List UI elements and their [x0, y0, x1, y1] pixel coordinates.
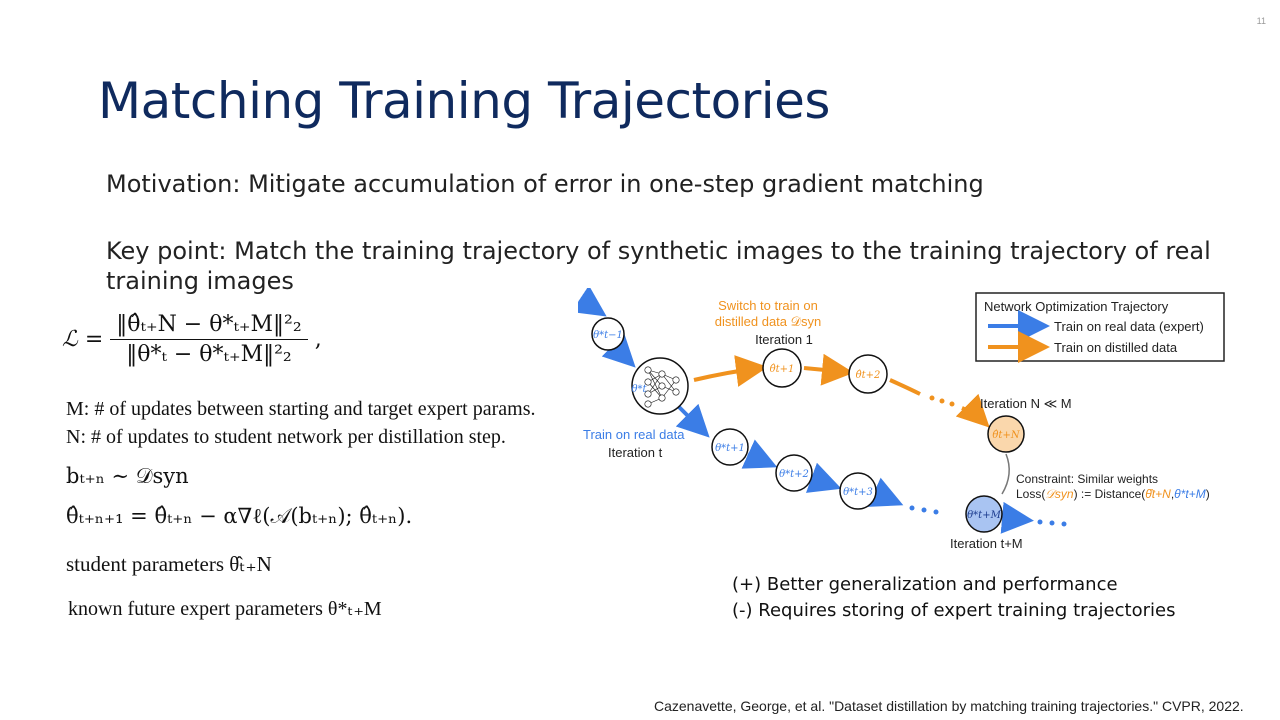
loss-numerator: ‖θ̂ₜ₊N − θ*ₜ₊M‖²₂: [110, 312, 308, 340]
svg-text:θ*t+3: θ*t+3: [843, 487, 873, 498]
citation-text: Cazenavette, George, et al. "Dataset dis…: [654, 698, 1244, 714]
loss-comma: ,: [314, 327, 322, 352]
legend-title: Network Optimization Trajectory: [984, 299, 1169, 314]
train-real-label: Train on real data: [583, 427, 685, 442]
svg-text:θ̂t+2: θ̂t+2: [856, 370, 881, 381]
trajectory-diagram: Network Optimization Trajectory Train on…: [578, 288, 1225, 551]
loss-distance-label: Loss(𝒟syn) := Distance(θ̂t+N,θ*t+M): [1016, 487, 1210, 501]
node-expert-m: θ*t+M: [965, 495, 1003, 533]
switch-label-2: distilled data 𝒟syn: [715, 314, 821, 329]
motivation-text: Motivation: Mitigate accumulation of err…: [106, 170, 984, 198]
student-parameters-text: student parameters θ̂ₜ₊N: [66, 552, 272, 576]
node-expert-3: θ*t+3: [839, 472, 877, 510]
svg-text:θ*t+2: θ*t+2: [779, 469, 809, 480]
key-point-text: Key point: Match the training trajectory…: [106, 237, 1211, 295]
svg-text:θ̂t+N: θ̂t+N: [992, 430, 1020, 441]
node-student-2: θ̂t+2: [848, 354, 888, 394]
node-expert-2: θ*t+2: [775, 454, 813, 492]
edge-prev-to-t: [601, 333, 636, 368]
edge-e3-dots: [867, 477, 904, 507]
blue-dot-3: [933, 509, 939, 515]
svg-text:θ*t+M: θ*t+M: [967, 510, 1001, 521]
node-theta-prev: θ*t−1: [591, 317, 625, 351]
edge-e1-to-e2: [741, 439, 778, 469]
slide-title: Matching Training Trajectories: [98, 72, 830, 130]
edge-em-out: [1000, 501, 1034, 534]
blue-dot-1: [909, 505, 915, 511]
orange-dot-3: [949, 401, 955, 407]
edge-e2-to-e3: [805, 462, 842, 493]
node-expert-1: θ*t+1: [711, 428, 749, 466]
edge-t-to-s1: [693, 355, 768, 387]
entry-arrow: [578, 288, 607, 317]
blue-tail-dot-1: [1037, 519, 1043, 525]
slide-number: 11: [1256, 16, 1266, 26]
svg-text:θ*t−1: θ*t−1: [593, 330, 623, 341]
node-student-n: θ̂t+N: [987, 415, 1025, 453]
edge-to-sn: [955, 393, 990, 428]
n-definition: N: # of updates to student network per d…: [66, 426, 506, 448]
iteration-1-label: Iteration 1: [755, 332, 813, 347]
edge-t-to-e1: [674, 402, 710, 438]
constraint-connector: [1001, 453, 1010, 495]
svg-text:θ̂t+1: θ̂t+1: [770, 364, 795, 375]
loss-fraction: ‖θ̂ₜ₊N − θ*ₜ₊M‖²₂ ‖θ*ₜ − θ*ₜ₊M‖²₂: [110, 312, 308, 367]
neural-network-icon: [644, 366, 680, 408]
orange-dot-2: [939, 398, 945, 404]
blue-dot-2: [921, 507, 927, 513]
pros-text: (+) Better generalization and performanc…: [732, 574, 1118, 595]
blue-tail-dot-3: [1061, 521, 1067, 527]
loss-denominator: ‖θ*ₜ − θ*ₜ₊M‖²₂: [126, 342, 292, 367]
expert-parameters-text: known future expert parameters θ*ₜ₊M: [68, 598, 382, 620]
m-definition: M: # of updates between starting and tar…: [66, 398, 536, 420]
svg-text:θ*t+1: θ*t+1: [715, 443, 745, 454]
blue-tail-dot-2: [1049, 520, 1055, 526]
batch-sample-equation: bₜ₊ₙ ∼ 𝒟syn: [66, 464, 189, 488]
node-student-1: θ̂t+1: [762, 348, 802, 388]
edge-s1-to-s2: [803, 353, 854, 386]
iteration-t-label: Iteration t: [608, 445, 663, 460]
loss-equation: ℒ = ‖θ̂ₜ₊N − θ*ₜ₊M‖²₂ ‖θ*ₜ − θ*ₜ₊M‖²₂ ,: [62, 312, 322, 367]
edge-s2-dots: [889, 378, 921, 396]
iteration-tm-label: Iteration t+M: [950, 536, 1023, 551]
student-update-equation: θ̂ₜ₊ₙ₊₁ = θ̂ₜ₊ₙ − α∇ℓ(𝒜(bₜ₊ₙ); θ̂ₜ₊ₙ).: [66, 504, 413, 528]
cons-text: (-) Requires storing of expert training …: [732, 600, 1176, 621]
legend-distilled-label: Train on distilled data: [1054, 340, 1178, 355]
orange-dot-1: [929, 395, 935, 401]
loss-lhs: ℒ =: [62, 327, 104, 352]
iteration-n-label: Iteration N ≪ M: [980, 396, 1072, 411]
legend-real-label: Train on real data (expert): [1054, 319, 1204, 334]
constraint-label: Constraint: Similar weights: [1016, 472, 1158, 486]
node-theta-t-network: θ*t: [631, 357, 689, 415]
switch-label-1: Switch to train on: [718, 298, 818, 313]
svg-text:θ*t: θ*t: [631, 384, 647, 395]
